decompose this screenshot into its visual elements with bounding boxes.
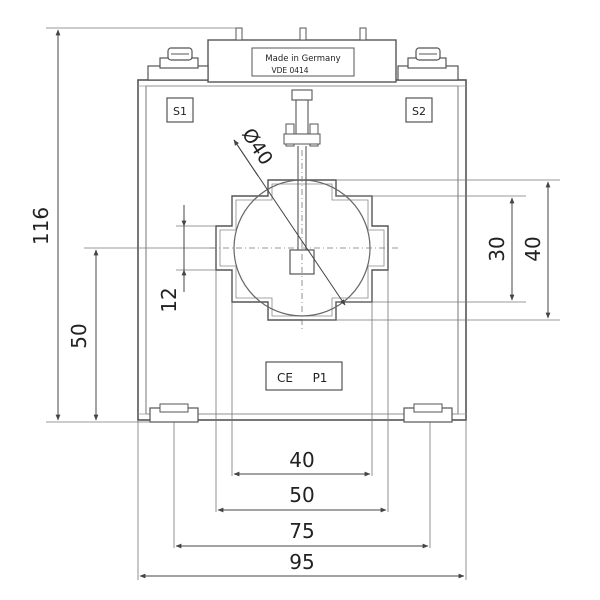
dim-slot-height: 12	[157, 287, 181, 312]
dim-mount-75: 75	[289, 519, 314, 543]
foot-right	[403, 403, 453, 423]
dim-window-height-30: 30	[485, 236, 509, 261]
p1-label: P1	[313, 371, 328, 385]
center-lines	[210, 150, 400, 330]
label-plate-line1: Made in Germany	[265, 54, 340, 64]
busbar-clamp	[283, 89, 321, 275]
s2-label: S2	[412, 105, 426, 118]
terminal-right	[397, 47, 459, 81]
dim-window-height-40: 40	[521, 236, 545, 261]
dim-base-height: 50	[67, 323, 91, 348]
dimension-lines	[55, 29, 551, 579]
label-plate-line2: VDE 0414	[271, 66, 308, 75]
s1-marker: S1	[166, 97, 194, 123]
extension-lines	[46, 27, 560, 580]
s1-label: S1	[173, 105, 187, 118]
dim-window-width-40: 40	[289, 448, 314, 472]
terminal-left	[147, 47, 209, 81]
label-plate: Made in Germany VDE 0414	[251, 47, 355, 77]
dim-total-height: 116	[29, 207, 53, 245]
ce-label: CE	[277, 371, 293, 385]
ce-p1-marker: CE P1	[265, 361, 343, 391]
dim-window-width-50: 50	[289, 483, 314, 507]
dim-total-width-95: 95	[289, 550, 314, 574]
s2-marker: S2	[405, 97, 433, 123]
